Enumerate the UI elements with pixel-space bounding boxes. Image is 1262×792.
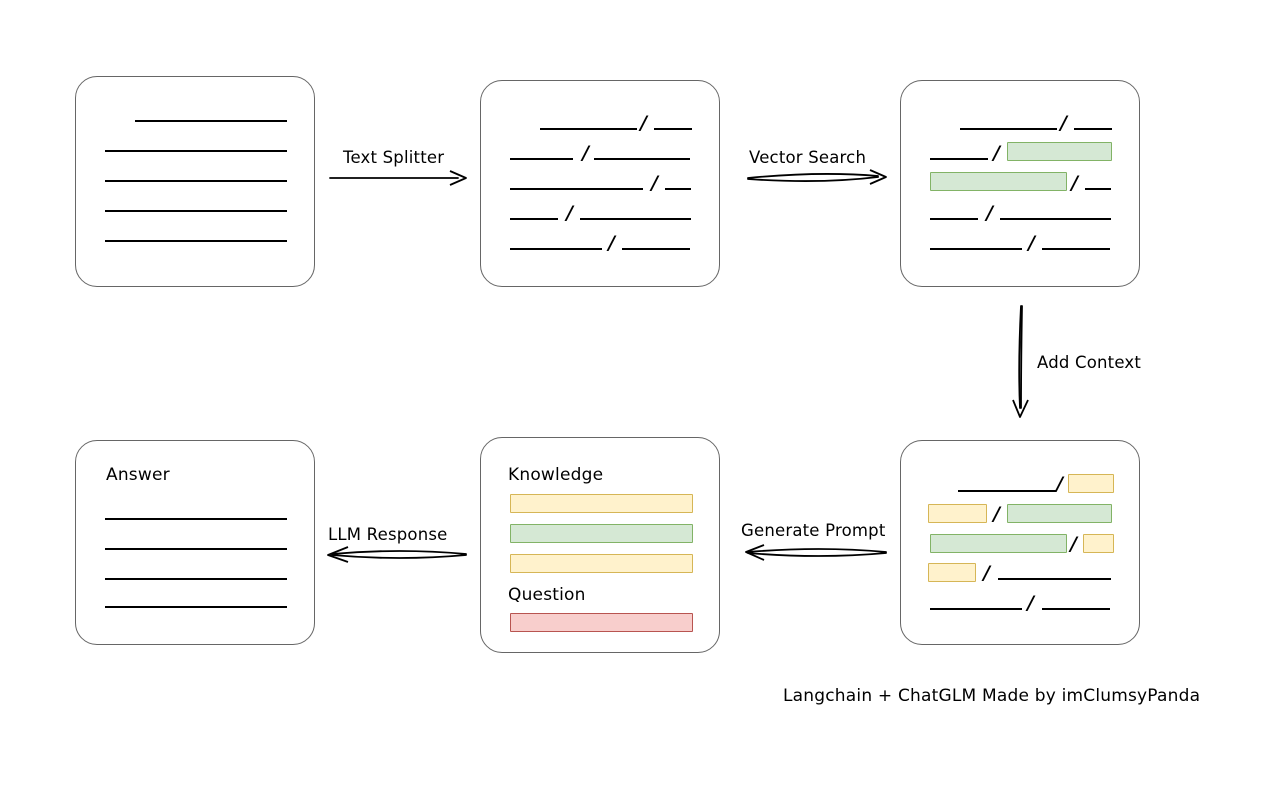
knowledge-bar-3 <box>510 554 693 573</box>
knowledge-heading: Knowledge <box>508 465 604 485</box>
context-row5-seg2 <box>1042 608 1110 610</box>
answer-line-3 <box>105 578 287 580</box>
chunk-row4-seg2 <box>580 218 691 220</box>
arrow-vector-search <box>747 169 887 185</box>
context-row4-slash: / <box>983 562 990 584</box>
match-row5-slash: / <box>1028 232 1035 254</box>
match-row1-slash: / <box>1060 112 1067 134</box>
chunk-row1-seg2 <box>654 128 692 130</box>
edge-label-vector-search: Vector Search <box>749 148 867 167</box>
match-row2-slash: / <box>993 142 1000 164</box>
arrow-text-splitter <box>329 170 467 186</box>
chunk-row1-seg1 <box>540 128 637 130</box>
context-row1-seg1 <box>958 490 1056 492</box>
context-row3-slash: / <box>1070 533 1077 555</box>
question-heading: Question <box>508 585 586 605</box>
answer-line-1 <box>105 518 287 520</box>
document-line-2 <box>105 150 287 152</box>
chunk-row2-slash: / <box>582 142 589 164</box>
document-line-1 <box>135 120 287 122</box>
document-line-4 <box>105 210 287 212</box>
chunk-row3-slash: / <box>651 172 658 194</box>
context-row1-yellow-chip <box>1068 474 1114 493</box>
context-row2-slash: / <box>993 503 1000 525</box>
chunk-row4-slash: / <box>566 202 573 224</box>
context-row4-seg2 <box>998 578 1111 580</box>
chunk-row2-seg1 <box>510 158 573 160</box>
match-row3-green-chip <box>930 172 1067 191</box>
chunk-row5-seg1 <box>510 248 602 250</box>
context-row1-slash: / <box>1056 473 1063 495</box>
context-row5-slash: / <box>1027 592 1034 614</box>
chunk-row1-slash: / <box>640 112 647 134</box>
match-row3-seg2 <box>1085 188 1111 190</box>
knowledge-bar-2 <box>510 524 693 543</box>
footer-credit: Langchain + ChatGLM Made by imClumsyPand… <box>783 686 1201 706</box>
edge-label-llm-response: LLM Response <box>328 525 448 544</box>
edge-label-text-splitter: Text Splitter <box>343 148 445 167</box>
answer-line-2 <box>105 548 287 550</box>
chunks-box[interactable] <box>480 80 720 287</box>
context-row2-yellow-chip <box>928 504 987 523</box>
chunk-row3-seg2 <box>665 188 691 190</box>
match-row5-seg1 <box>930 248 1022 250</box>
match-row4-seg2 <box>1000 218 1111 220</box>
context-row3-yellow-chip <box>1083 534 1114 553</box>
match-row1-seg1 <box>960 128 1057 130</box>
answer-box[interactable] <box>75 440 315 645</box>
context-row5-seg1 <box>930 608 1022 610</box>
context-row3-green-chip <box>930 534 1067 553</box>
context-row4-yellow-chip <box>928 563 976 582</box>
match-row3-slash: / <box>1071 172 1078 194</box>
match-row2-green-chip <box>1007 142 1112 161</box>
arrow-add-context <box>1012 305 1029 418</box>
document-line-5 <box>105 240 287 242</box>
chunk-row2-seg2 <box>594 158 690 160</box>
chunk-row5-slash: / <box>608 232 615 254</box>
match-row4-seg1 <box>930 218 978 220</box>
arrow-llm-response <box>327 546 467 563</box>
match-row1-seg2 <box>1074 128 1112 130</box>
chunk-row5-seg2 <box>622 248 690 250</box>
match-row2-seg1 <box>930 158 988 160</box>
answer-heading: Answer <box>106 465 170 485</box>
knowledge-bar-1 <box>510 494 693 513</box>
match-row5-seg2 <box>1042 248 1110 250</box>
chunk-row3-seg1 <box>510 188 643 190</box>
arrow-generate-prompt <box>745 544 887 561</box>
answer-line-4 <box>105 606 287 608</box>
context-row2-green-chip <box>1007 504 1112 523</box>
match-row4-slash: / <box>986 202 993 224</box>
edge-label-add-context: Add Context <box>1037 353 1142 372</box>
edge-label-generate-prompt: Generate Prompt <box>741 521 886 540</box>
chunk-row4-seg1 <box>510 218 558 220</box>
document-line-3 <box>105 180 287 182</box>
question-bar <box>510 613 693 632</box>
